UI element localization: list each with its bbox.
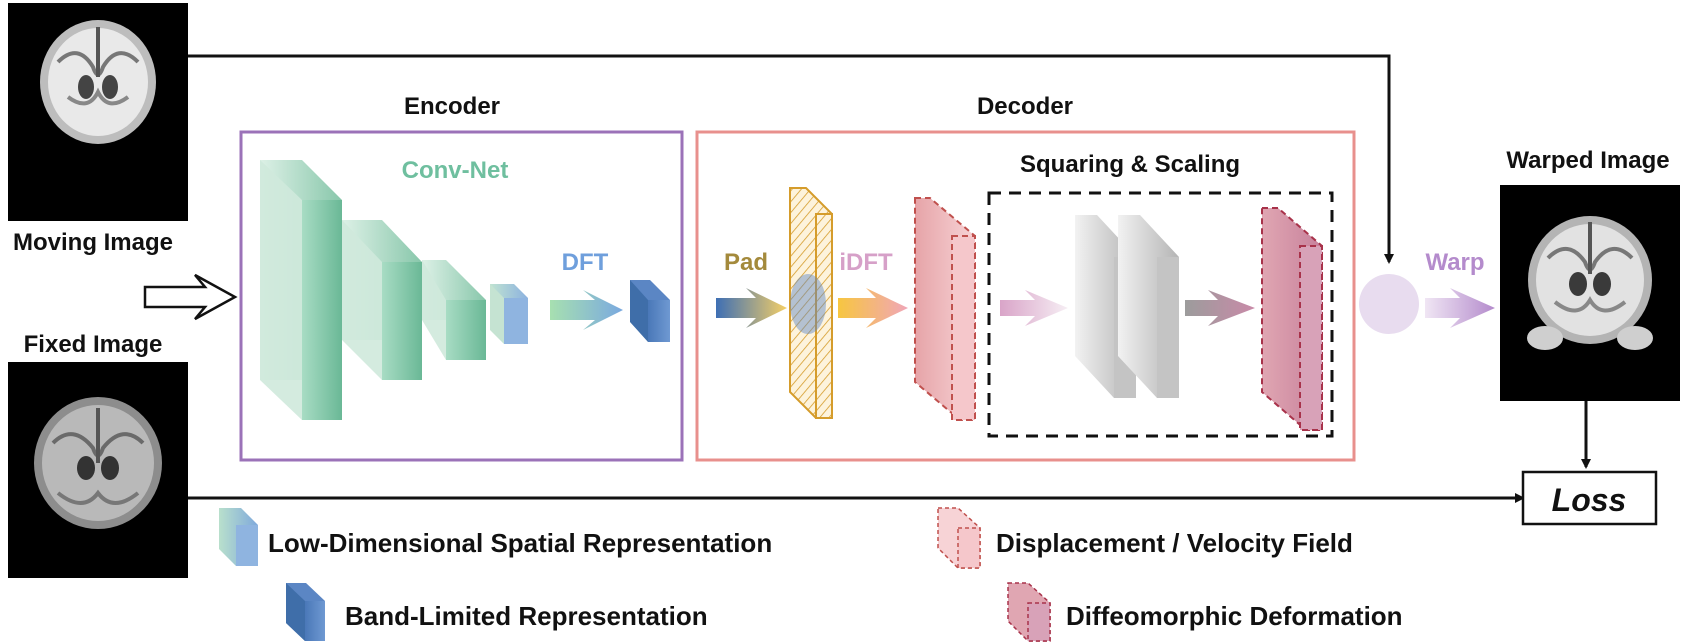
squaring-scaling-label: Squaring & Scaling: [1020, 151, 1240, 178]
dft-arrow: [550, 290, 623, 330]
convnet-label: Conv-Net: [402, 157, 509, 184]
band-limited-cube: [630, 280, 670, 342]
pad-arrow: [716, 288, 787, 328]
band-limited-cube-icon: [286, 583, 325, 641]
warped-image: [1500, 185, 1680, 401]
idft-arrow: [838, 288, 908, 328]
dft-label: DFT: [562, 249, 609, 276]
scaling-arrow: [1185, 290, 1255, 326]
idft-label: iDFT: [839, 249, 893, 276]
moving-image-label: Moving Image: [13, 229, 173, 256]
low-dim-cube-icon: [219, 508, 258, 566]
warp-label: Warp: [1425, 249, 1484, 276]
squaring-input-arrow: [1000, 290, 1068, 326]
legend-label-low-dim: Low-Dimensional Spatial Representation: [268, 528, 772, 558]
loss-label: Loss: [1552, 482, 1627, 518]
input-arrow: [143, 273, 238, 321]
decoder-box: [695, 130, 1356, 462]
encoder-box: [239, 130, 684, 462]
fixed-image: [8, 362, 188, 578]
warp-arrow: [1425, 288, 1495, 328]
displacement-field: [914, 197, 976, 421]
displacement-field-icon: [937, 507, 981, 569]
decoder-title: Decoder: [977, 93, 1073, 120]
legend-label-displacement: Displacement / Velocity Field: [996, 528, 1353, 558]
warp-node: [1359, 274, 1419, 334]
warped-image-label: Warped Image: [1506, 147, 1669, 174]
moving-to-warp-connector: [188, 54, 1394, 264]
legend: Low-Dimensional Spatial Representation B…: [219, 507, 1403, 642]
loss-box: Loss: [1521, 470, 1658, 526]
squaring-layers: [1075, 215, 1179, 398]
diffeomorphic-deformation-icon: [1007, 582, 1051, 642]
squaring-scaling-box: [987, 191, 1334, 438]
legend-label-band-limited: Band-Limited Representation: [345, 601, 708, 631]
moving-image: [8, 3, 188, 221]
padded-spectrum: [789, 187, 833, 419]
pad-label: Pad: [724, 249, 768, 276]
legend-label-deformation: Diffeomorphic Deformation: [1066, 601, 1403, 631]
encoder-title: Encoder: [404, 93, 500, 120]
fixed-image-label: Fixed Image: [24, 331, 163, 358]
convnet-layers: [260, 160, 528, 420]
diffeomorphic-deformation: [1261, 207, 1323, 431]
